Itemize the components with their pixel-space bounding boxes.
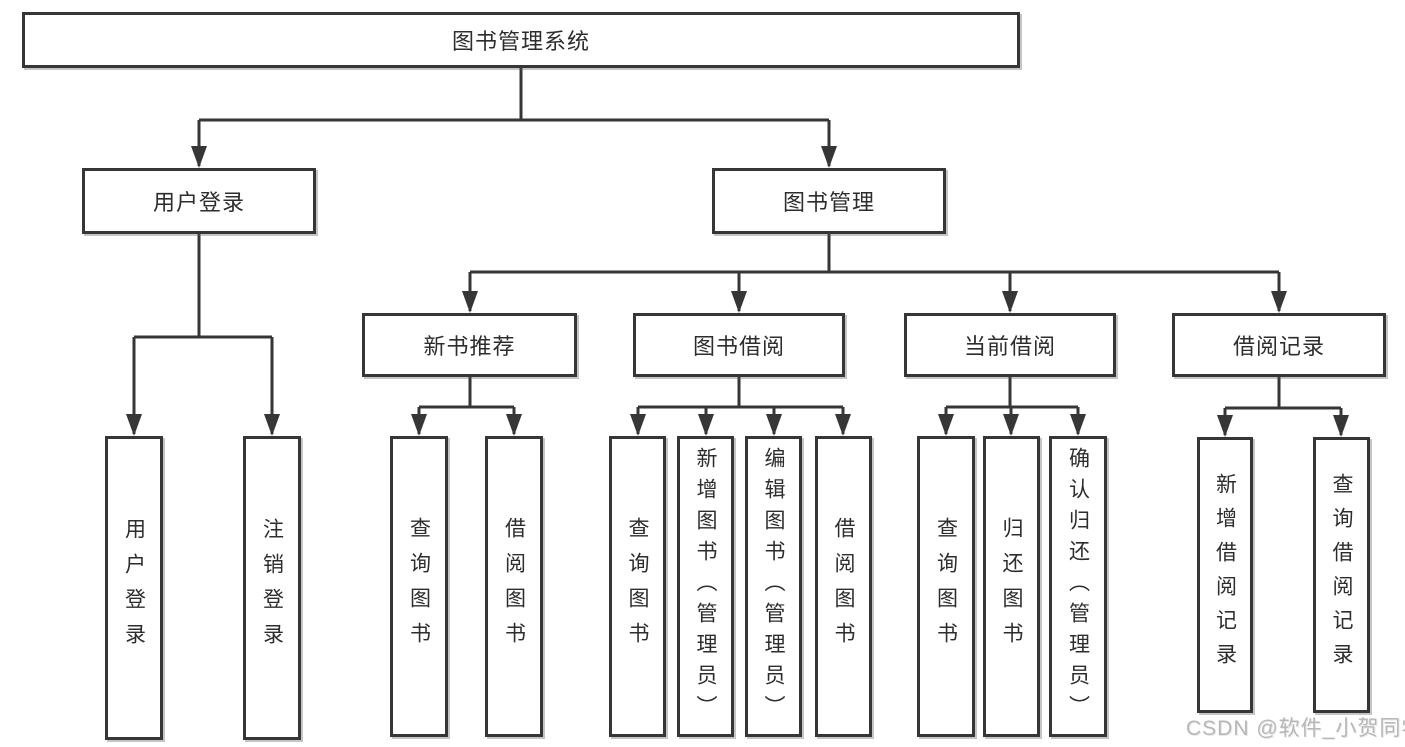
leaf-cb-confirm-return-admin: 确认归还（管理员）: [1049, 436, 1107, 737]
node-user-login: 用户登录: [82, 168, 316, 234]
arrowheads: [126, 146, 1349, 437]
leaf-cb-return-books: 归还图书: [983, 436, 1040, 737]
node-root: 图书管理系统: [22, 12, 1020, 68]
leaf-bb-borrow-books: 借阅图书: [815, 436, 872, 737]
edge-root-branch: [197, 68, 831, 166]
node-book-borrow: 图书借阅: [633, 313, 845, 377]
leaf-bb-edit-books-admin: 编辑图书（管理员）: [745, 436, 802, 737]
leaf-br-query-record: 查询借阅记录: [1313, 437, 1370, 713]
leaf-bb-query-books: 查询图书: [609, 436, 666, 737]
leaf-cb-query-books: 查询图书: [917, 436, 975, 737]
edge-user-login-branch: [132, 234, 274, 434]
leaf-bb-add-books-admin: 新增图书（管理员）: [677, 436, 734, 737]
edge-borrow-records-branch: [1223, 377, 1343, 435]
node-book-management: 图书管理: [712, 168, 946, 234]
node-borrow-records: 借阅记录: [1172, 313, 1386, 377]
leaf-user-login: 用户登录: [105, 436, 163, 740]
leaf-nb-borrow-books: 借阅图书: [485, 436, 543, 737]
edge-new-books-branch: [417, 377, 516, 434]
leaf-logout: 注销登录: [243, 436, 301, 740]
leaf-nb-query-books: 查询图书: [390, 436, 448, 737]
watermark-text: CSDN @软件_小贺同学: [1186, 717, 1405, 740]
node-current-borrow: 当前借阅: [904, 313, 1116, 377]
leaf-br-add-record: 新增借阅记录: [1197, 437, 1253, 713]
edge-book-borrow-branch: [636, 377, 845, 434]
edge-book-mgmt-branch: [468, 234, 1281, 311]
node-new-book-recommend: 新书推荐: [362, 313, 577, 377]
